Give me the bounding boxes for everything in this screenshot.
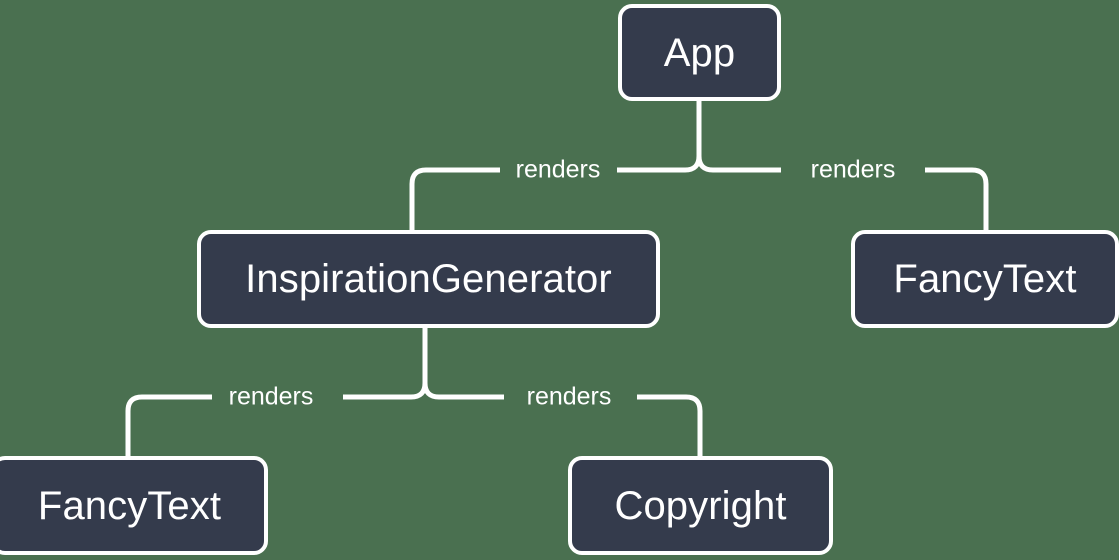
node-fancytext-right-label: FancyText (893, 257, 1077, 301)
edge-ig-to-copyright-drop (685, 394, 703, 458)
edge-label-ig-to-copyright: renders (526, 382, 612, 411)
node-fancytext-right[interactable]: FancyText (851, 230, 1119, 328)
edge-ig-junction-right (422, 382, 440, 400)
edge-ig-to-fancytext-drop (125, 394, 143, 458)
node-inspiration-generator[interactable]: InspirationGenerator (197, 230, 660, 328)
node-app[interactable]: App (618, 4, 781, 101)
node-copyright[interactable]: Copyright (568, 456, 833, 555)
edge-app-junction-right (696, 155, 714, 173)
node-app-label: App (663, 30, 736, 75)
edge-app-to-fancytext-drop (971, 167, 989, 232)
node-fancytext-bottom-label: FancyText (37, 483, 222, 528)
edge-label-app-to-inspiration-generator: renders (515, 155, 601, 184)
node-fancytext-bottom[interactable]: FancyText (0, 456, 268, 555)
node-inspiration-generator-label: InspirationGenerator (245, 257, 612, 301)
edge-app-to-ig-drop (409, 167, 427, 232)
edge-label-app-to-fancytext: renders (810, 155, 896, 184)
edge-label-ig-to-fancytext: renders (228, 382, 314, 411)
node-copyright-label: Copyright (614, 483, 787, 528)
